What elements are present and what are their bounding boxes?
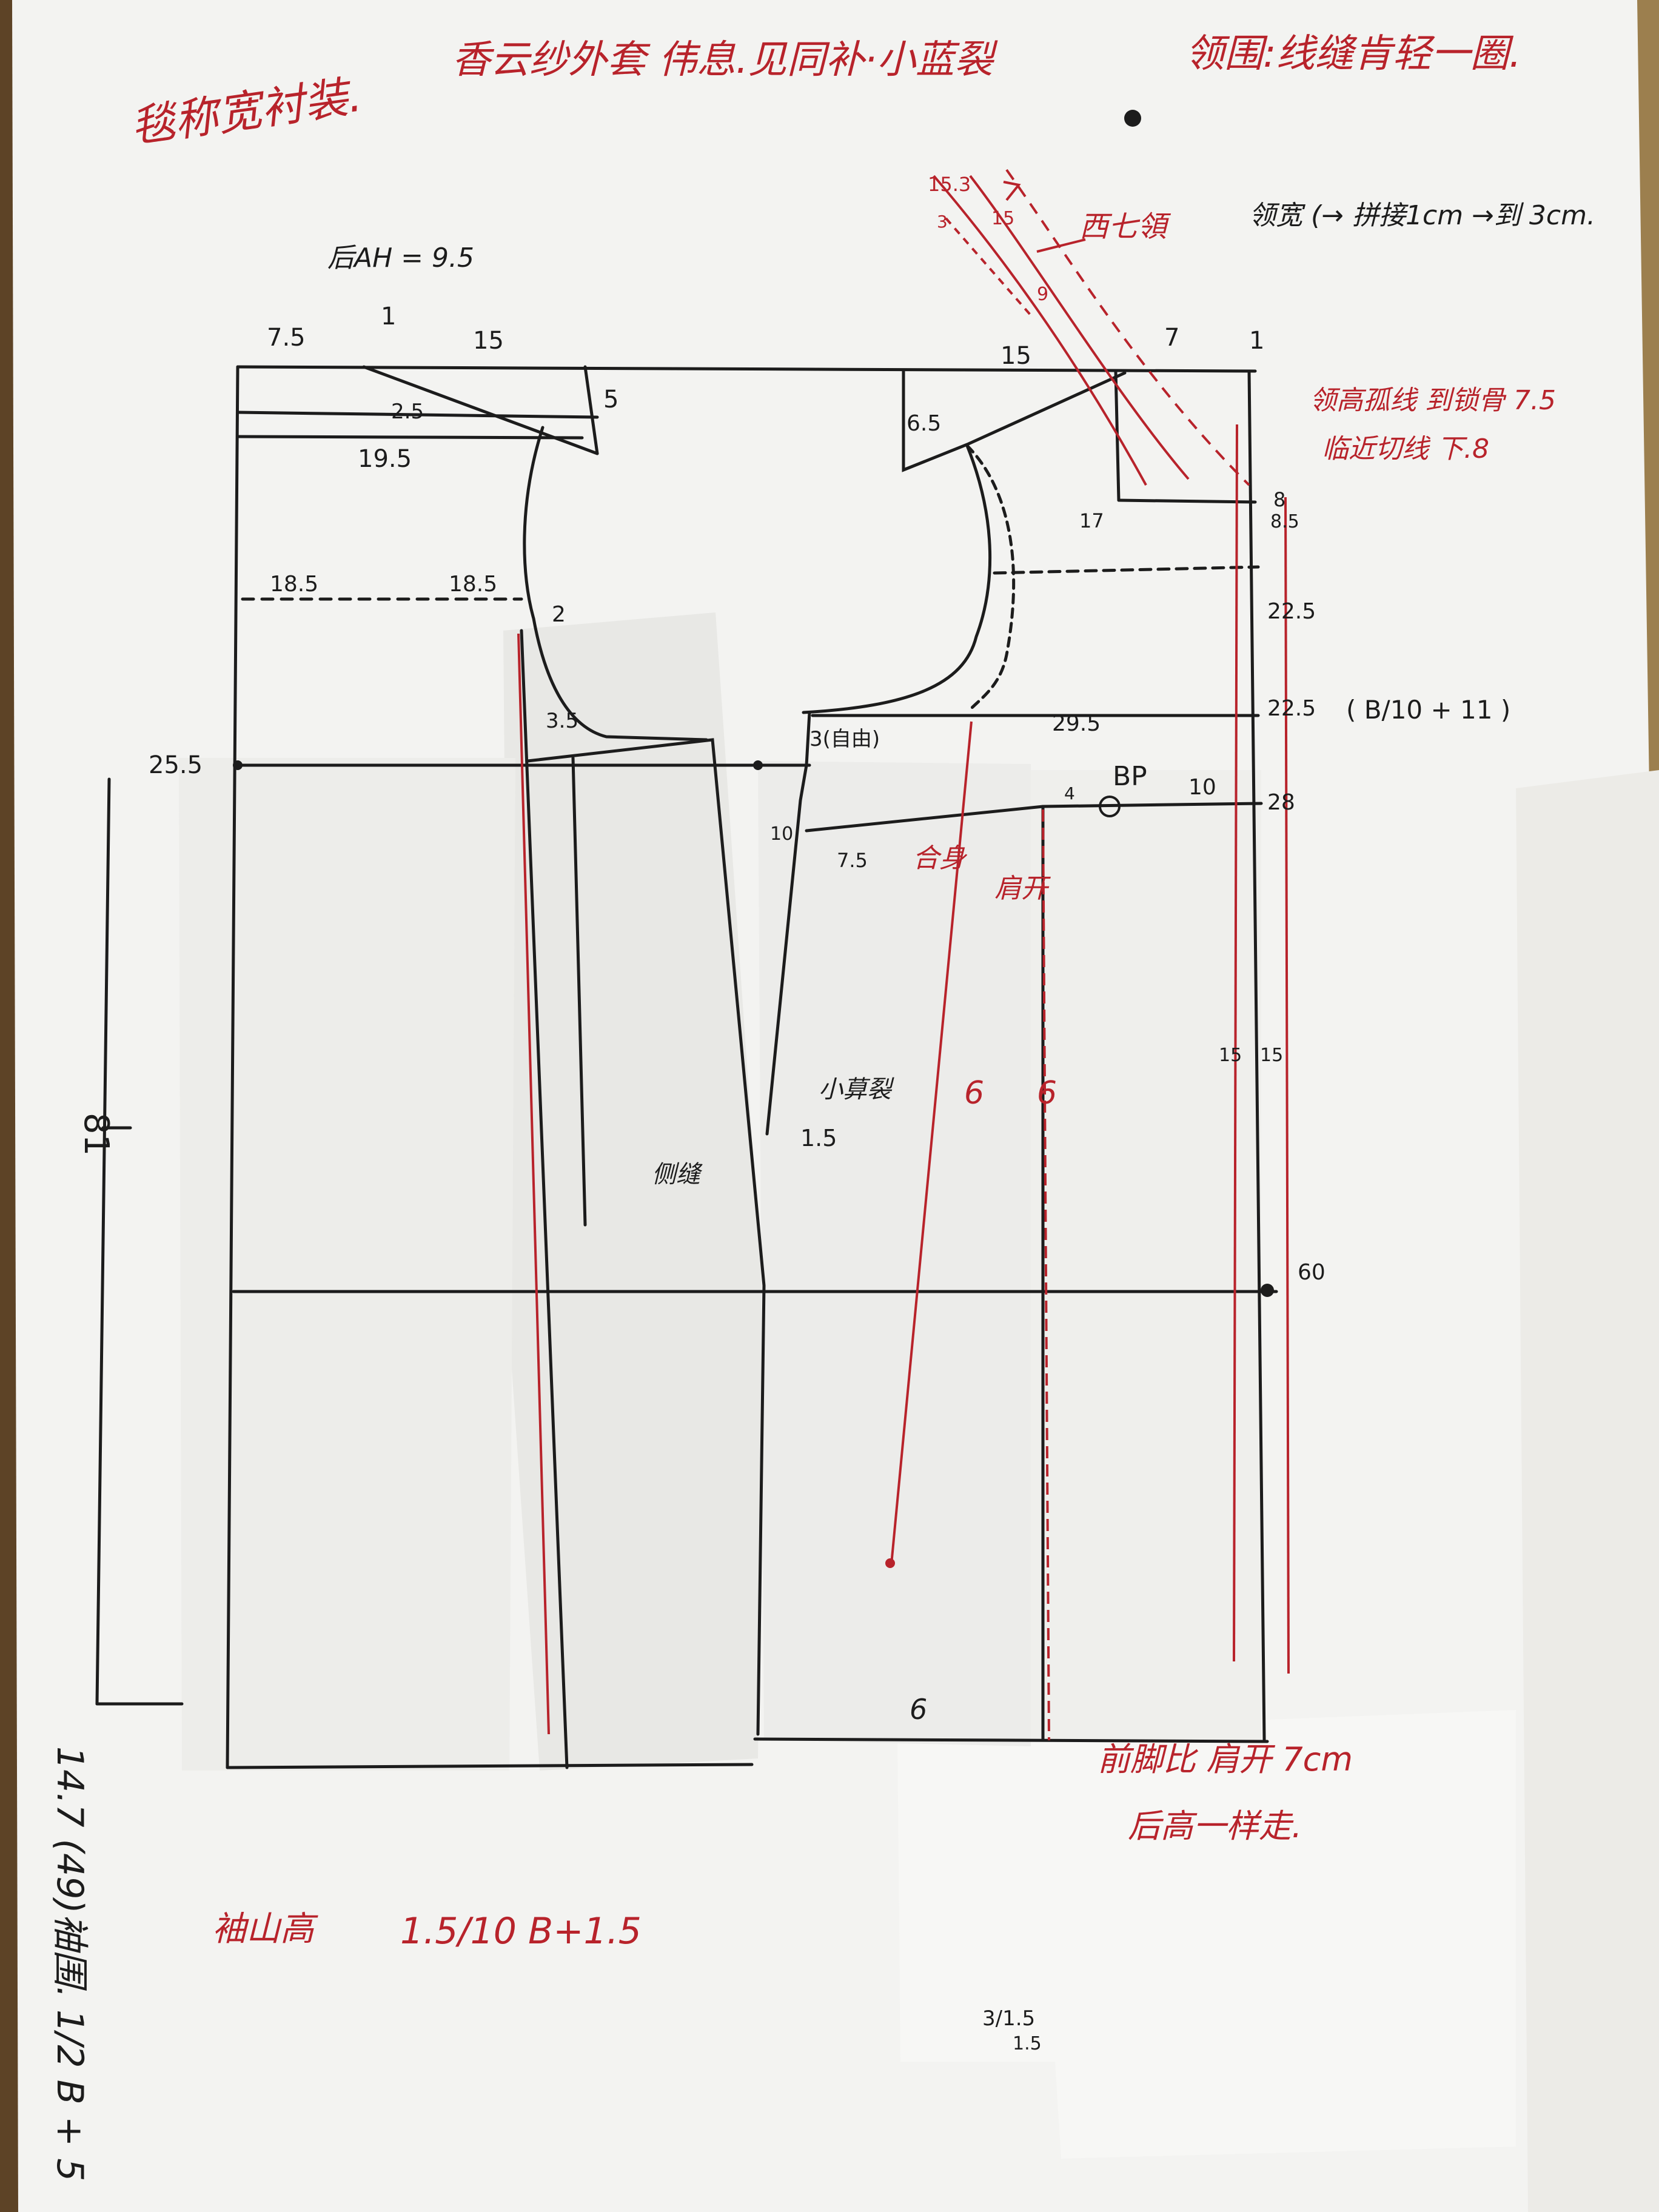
- cuff-note-2: 后高一样走.: [1128, 1807, 1302, 1845]
- svg-text:15.3: 15.3: [928, 173, 971, 196]
- paper-insert-front: [1031, 770, 1261, 1740]
- fit-note: 合身: [913, 843, 968, 874]
- svg-text:15: 15: [1260, 1045, 1283, 1066]
- svg-text:18.5: 18.5: [449, 572, 497, 597]
- svg-text:15: 15: [1000, 342, 1031, 370]
- svg-text:7.5: 7.5: [267, 324, 306, 352]
- svg-text:22.5: 22.5: [1267, 696, 1316, 721]
- sleeve-cap-formula: 1.5/10 B+1.5: [400, 1910, 642, 1952]
- svg-text:14.7 (49)袖围. 1/2 B + 5: 14.7 (49)袖围. 1/2 B + 5: [49, 1746, 91, 2181]
- svg-text:3: 3: [937, 212, 948, 232]
- extra-paper-bottom: [897, 1710, 1516, 2159]
- sleeve-cap-label: 袖山高: [212, 1909, 318, 1949]
- svg-text:9: 9: [1037, 284, 1048, 305]
- cuff-note-1: 前脚比 肩开 7cm: [1098, 1740, 1353, 1778]
- svg-text:1: 1: [381, 303, 396, 330]
- project-note: 香云纱外套 伟息.见同补·小蓝裂: [452, 38, 998, 82]
- svg-text:17: 17: [1079, 509, 1104, 532]
- back-armhole-note: 后AH = 9.5: [327, 243, 474, 273]
- collar-label: 西七領: [1079, 210, 1171, 244]
- svg-text:25.5: 25.5: [149, 751, 203, 779]
- red-annotations: 毯称宽衬装. 香云纱外套 伟息.见同补·小蓝裂 领围:线缝肯轻一圈. 西七領 领…: [128, 32, 1556, 1952]
- svg-text:2.5: 2.5: [391, 400, 424, 424]
- svg-text:BP: BP: [1113, 761, 1147, 792]
- svg-text:( B/10 + 11 ): ( B/10 + 11 ): [1346, 695, 1510, 725]
- tangent-note: 临近切线 下.8: [1322, 434, 1489, 464]
- paper-insert-side-back: [503, 612, 764, 1771]
- svg-text:15: 15: [1219, 1045, 1242, 1066]
- svg-text:4: 4: [1064, 783, 1075, 803]
- red-draft-lines: [517, 169, 1290, 1741]
- paper-insert-side-front: [758, 761, 1031, 1746]
- svg-text:3.5: 3.5: [546, 709, 578, 733]
- collar-red-measures: 15.3 15 3 9: [928, 173, 1048, 305]
- svg-text:10: 10: [1188, 775, 1216, 800]
- svg-text:侧缝: 侧缝: [652, 1161, 703, 1188]
- svg-text:1: 1: [1249, 327, 1264, 355]
- svg-text:8: 8: [1273, 488, 1285, 511]
- collar-girth-note: 领围:线缝肯轻一圈.: [1185, 32, 1521, 76]
- svg-text:19.5: 19.5: [358, 445, 412, 473]
- dart-mark-6a: 6: [964, 1075, 984, 1111]
- svg-text:6.5: 6.5: [907, 411, 941, 436]
- svg-text:60: 60: [1298, 1260, 1326, 1285]
- svg-text:6: 6: [910, 1693, 927, 1726]
- svg-text:28: 28: [1267, 790, 1295, 815]
- svg-text:1.5: 1.5: [800, 1125, 837, 1151]
- svg-text:81: 81: [76, 1113, 116, 1156]
- svg-text:7.5: 7.5: [837, 849, 868, 872]
- svg-text:22.5: 22.5: [1267, 599, 1316, 624]
- shoulder-open-note: 肩开: [994, 873, 1051, 904]
- svg-text:小萛裂: 小萛裂: [819, 1076, 894, 1104]
- svg-text:2: 2: [552, 602, 566, 627]
- svg-text:5: 5: [603, 386, 618, 414]
- svg-text:15: 15: [473, 327, 504, 355]
- black-draft-lines: [95, 365, 1278, 1769]
- svg-text:8.5: 8.5: [1270, 511, 1299, 532]
- svg-text:7: 7: [1164, 324, 1179, 352]
- svg-text:3/1.5: 3/1.5: [982, 2006, 1035, 2031]
- svg-text:29.5: 29.5: [1052, 711, 1101, 736]
- collar-width-note: 领宽 (→ 拼接1cm →到 3cm.: [1249, 200, 1595, 231]
- dart-mark-6b: 6: [1037, 1075, 1057, 1111]
- paper-insert-back: [179, 758, 515, 1771]
- svg-text:1.5: 1.5: [1013, 2033, 1042, 2054]
- construction-dots: [233, 110, 1274, 1297]
- svg-text:15: 15: [991, 208, 1014, 229]
- svg-text:10: 10: [770, 823, 793, 845]
- black-annotations: 后AH = 9.5 领宽 (→ 拼接1cm →到 3cm. 7.5 1 15 5…: [49, 200, 1595, 2181]
- svg-text:18.5: 18.5: [270, 572, 318, 597]
- extra-paper-right: [1516, 770, 1659, 2212]
- svg-text:3(自由): 3(自由): [809, 727, 880, 751]
- collar-curve-note: 领高孤线 到锁骨 7.5: [1310, 385, 1556, 416]
